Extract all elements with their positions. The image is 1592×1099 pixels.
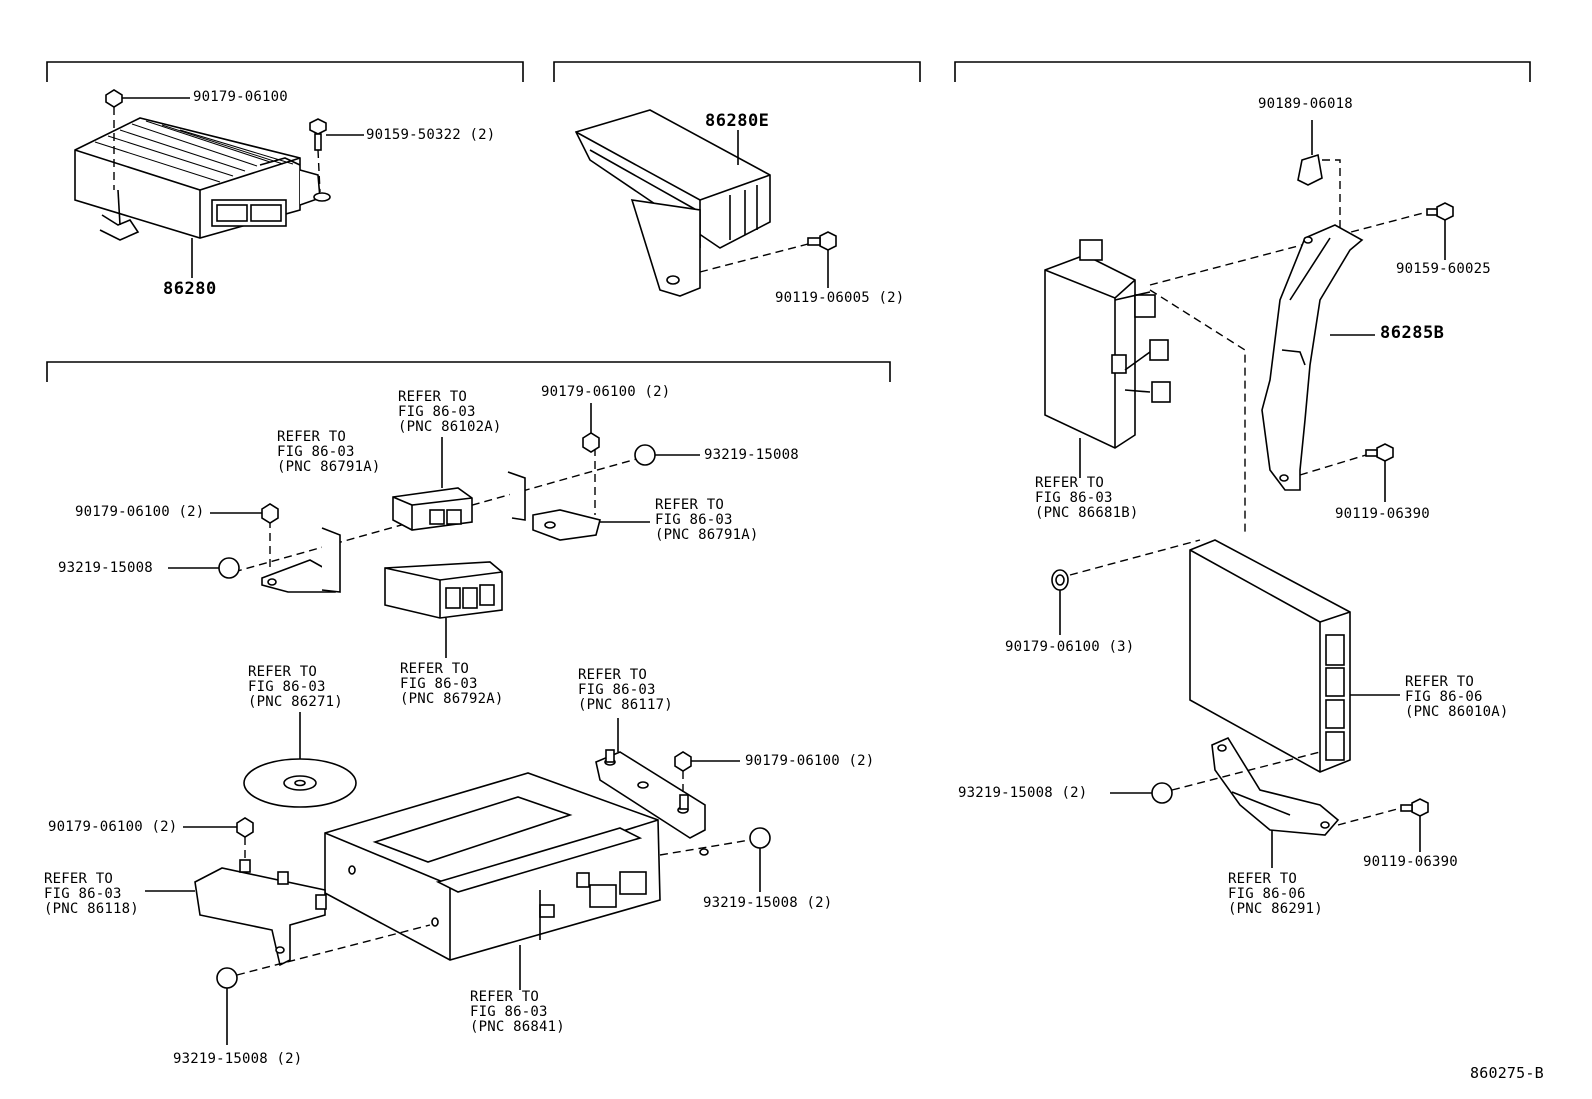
- disc-86271: [243, 712, 357, 808]
- clip-90189-06018: [1297, 120, 1341, 228]
- label-p3-nut-right: 90179-06100 (2): [745, 753, 875, 769]
- label-p2-bolt: 90119-06005 (2): [775, 290, 905, 306]
- label-p4-nut: 90179-06100 (3): [1005, 639, 1135, 655]
- label-p1-part: 86280: [163, 279, 217, 299]
- radio-86841: [324, 772, 661, 990]
- screw-93219-15008-left: [168, 557, 240, 579]
- screw-93219-15008-top: [634, 444, 700, 466]
- label-ref-86117: REFER TO FIG 86-03 (PNC 86117): [578, 667, 673, 713]
- diagram-id: 860275-B: [1470, 1064, 1544, 1082]
- label-ref-86291: REFER TO FIG 86-06 (PNC 86291): [1228, 871, 1323, 917]
- bracket-86118: [145, 859, 327, 967]
- label-p1-bolt: 90159-50322 (2): [366, 127, 496, 143]
- bracket-86791A-right: [507, 471, 650, 541]
- label-p4-bolt-top: 90159-60025: [1396, 261, 1491, 277]
- bracket-86117: [595, 718, 709, 856]
- nut-90179-06100-top: [582, 403, 600, 453]
- module-86792A: [384, 561, 503, 658]
- amplifier-86280: [74, 117, 331, 241]
- bolt-90119-06390-bottom: [1337, 798, 1429, 852]
- label-p4-clip: 90189-06018: [1258, 96, 1353, 112]
- nut-90179-06100-p1: [105, 89, 190, 190]
- label-ref-86118: REFER TO FIG 86-03 (PNC 86118): [44, 871, 139, 917]
- label-p4-bolt-bottom: 90119-06390: [1363, 854, 1458, 870]
- nut-90179-06100-left: [210, 503, 279, 524]
- bolt-90159-50322-p1: [309, 118, 364, 193]
- label-p3-nut-top: 90179-06100 (2): [541, 384, 671, 400]
- bolt-90119-06005-p2: [699, 231, 837, 288]
- bolt-90119-06390-mid: [1299, 443, 1394, 502]
- label-ref-86791a-right: REFER TO FIG 86-03 (PNC 86791A): [655, 497, 759, 543]
- label-p4-screw: 93219-15008 (2): [958, 785, 1088, 801]
- screw-93219-15008-right: [659, 827, 771, 892]
- bracket-86291: [1211, 736, 1340, 868]
- label-ref-86271: REFER TO FIG 86-03 (PNC 86271): [248, 664, 343, 710]
- label-ref-86792a: REFER TO FIG 86-03 (PNC 86792A): [400, 661, 504, 707]
- nut-90179-06100-p4: [1051, 539, 1201, 635]
- label-p3-nut-left: 90179-06100 (2): [75, 504, 205, 520]
- nut-90179-06100-right: [674, 751, 740, 795]
- label-p3-screw-right: 93219-15008 (2): [703, 895, 833, 911]
- label-p1-nut: 90179-06100: [193, 89, 288, 105]
- label-p3-screw-left: 93219-15008: [58, 560, 153, 576]
- screw-93219-15008-p4: [1110, 751, 1321, 804]
- label-ref-86102a: REFER TO FIG 86-03 (PNC 86102A): [398, 389, 502, 435]
- bracket-86791A-left: [261, 527, 341, 593]
- label-p2-part: 86280E: [705, 111, 770, 131]
- label-p4-bolt-mid: 90119-06390: [1335, 506, 1430, 522]
- module-86280E: [574, 109, 771, 297]
- ecu-86010A: [1189, 539, 1400, 773]
- label-ref-86791a-left: REFER TO FIG 86-03 (PNC 86791A): [277, 429, 381, 475]
- label-p4-bracket: 86285B: [1380, 323, 1445, 343]
- label-p3-nut-bottom: 90179-06100 (2): [48, 819, 178, 835]
- bolt-90159-60025: [1149, 202, 1454, 286]
- module-86102A: [392, 437, 473, 531]
- screw-93219-15008-bottom: [216, 924, 431, 1045]
- bracket-86285B: [1261, 224, 1375, 491]
- label-p3-screw-top: 93219-15008: [704, 447, 799, 463]
- module-86681B: [1044, 239, 1246, 535]
- nut-90179-06100-bottom: [183, 817, 254, 860]
- label-ref-86681b: REFER TO FIG 86-03 (PNC 86681B): [1035, 475, 1139, 521]
- label-p3-screw-bottom: 93219-15008 (2): [173, 1051, 303, 1067]
- panel-frames: [46, 61, 1531, 382]
- label-ref-86010a: REFER TO FIG 86-06 (PNC 86010A): [1405, 674, 1509, 720]
- label-ref-86841: REFER TO FIG 86-03 (PNC 86841): [470, 989, 565, 1035]
